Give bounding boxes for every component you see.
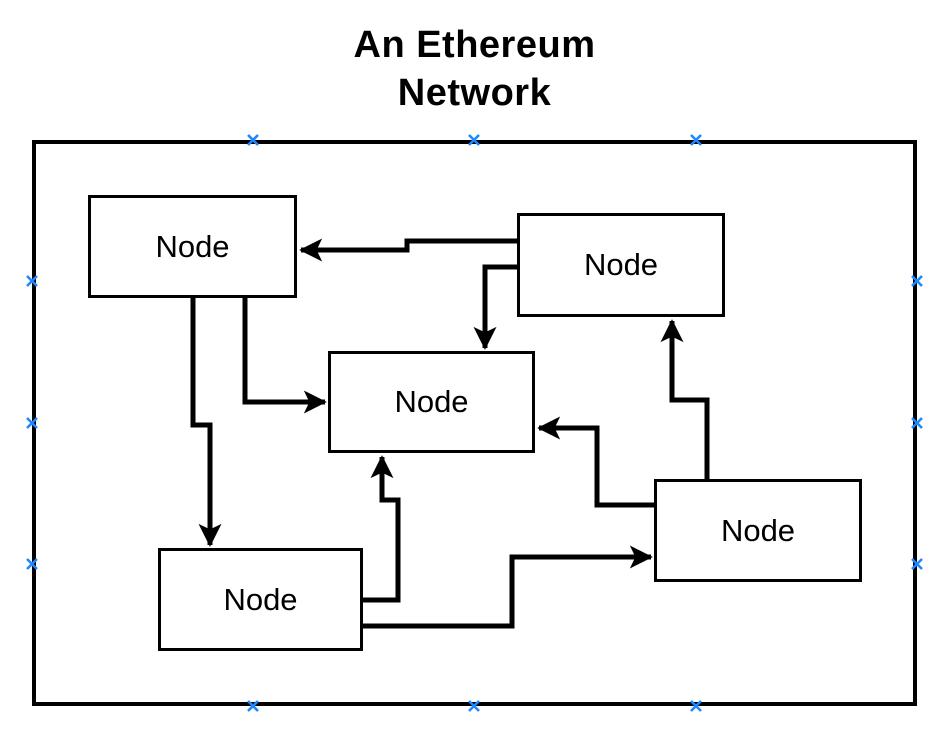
connection-handle-icon[interactable] (468, 700, 480, 712)
node-right[interactable]: Node (654, 479, 862, 582)
edge-node-top-right-to-node-center[interactable] (473, 264, 517, 350)
diagram-title-line1: An Ethereum (353, 24, 596, 66)
node-label: Node (720, 512, 796, 548)
edge-node-top-right-to-node-top-left[interactable] (299, 238, 517, 262)
edge-node-top-left-to-node-center[interactable] (242, 298, 327, 414)
connection-handle-icon[interactable] (247, 700, 259, 712)
node-label: Node (223, 581, 298, 617)
edge-node-right-to-node-center[interactable] (537, 416, 654, 508)
node-top-right[interactable]: Node (517, 213, 725, 317)
connection-handle-icon[interactable] (911, 275, 923, 287)
node-label: Node (394, 384, 469, 419)
connection-handle-icon[interactable] (911, 417, 923, 429)
node-bottom-left[interactable]: Node (158, 548, 363, 651)
node-top-left[interactable]: Node (88, 195, 297, 298)
connection-handle-icon[interactable] (690, 700, 702, 712)
edge-node-right-to-node-top-right[interactable] (660, 319, 710, 479)
connection-handle-icon[interactable] (26, 275, 38, 287)
connection-handle-icon[interactable] (911, 558, 923, 570)
connection-handle-icon[interactable] (26, 558, 38, 570)
connection-handle-icon[interactable] (690, 134, 702, 146)
node-label: Node (155, 228, 230, 264)
edge-node-top-left-to-node-bottom-left[interactable] (190, 298, 222, 547)
edge-node-bottom-left-to-node-right[interactable] (363, 545, 653, 629)
node-label: Node (583, 247, 659, 282)
diagram-title-line2: Network (397, 71, 552, 114)
diagram-title: An Ethereum Network (32, 22, 917, 118)
connection-handle-icon[interactable] (26, 417, 38, 429)
edge-node-bottom-left-to-node-center[interactable] (363, 455, 401, 603)
node-center[interactable]: Node (328, 351, 535, 453)
connection-handle-icon[interactable] (247, 134, 259, 146)
connection-handle-icon[interactable] (468, 134, 480, 146)
